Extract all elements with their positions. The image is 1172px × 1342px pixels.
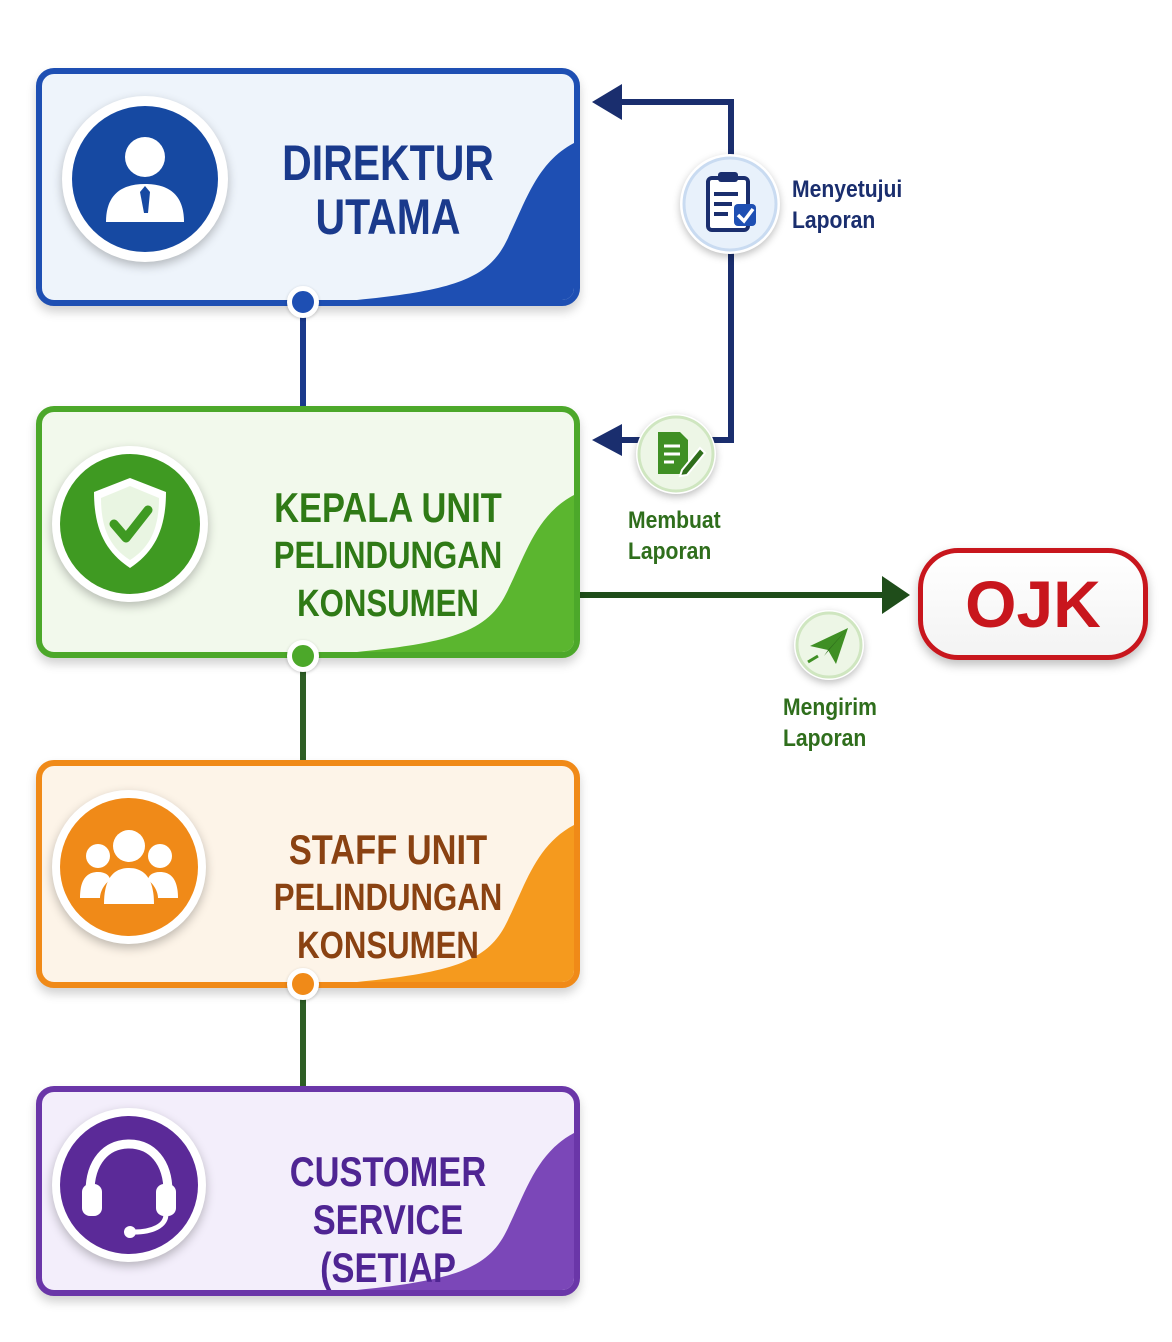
node-title-line2: UTAMA	[315, 189, 461, 245]
edge-label-line2: Laporan	[783, 725, 867, 752]
node-title-line2: PELINDUNGAN KONSUMEN	[273, 535, 503, 625]
node-title-line2: PELINDUNGAN KONSUMEN	[273, 877, 503, 967]
group-icon	[52, 790, 206, 944]
edge-label-line2: Laporan	[792, 207, 876, 234]
node-title: DIREKTUR UTAMA	[252, 136, 524, 244]
node-title: CUSTOMER SERVICE (SETIAP CABANG)	[252, 1148, 524, 1291]
node-staff-unit: STAFF UNIT PELINDUNGAN KONSUMEN	[36, 760, 580, 988]
edge-label-menyetujui: Menyetujui Laporan	[792, 174, 902, 236]
decorative-wave	[356, 495, 574, 652]
node-title: KEPALA UNIT PELINDUNGAN KONSUMEN	[252, 484, 524, 628]
edge-label-line1: Menyetujui	[792, 176, 903, 203]
connector-dot	[287, 968, 319, 1000]
connector-dot	[287, 640, 319, 672]
decorative-wave	[356, 143, 574, 300]
node-title: STAFF UNIT PELINDUNGAN KONSUMEN	[252, 826, 524, 970]
node-title-line1: STAFF UNIT	[288, 826, 488, 873]
edge-label-membuat: Membuat Laporan	[628, 505, 721, 567]
decorative-wave	[356, 825, 574, 982]
person-tie-icon	[62, 96, 228, 262]
decorative-wave	[356, 1133, 574, 1290]
ojk-label: OJK	[965, 567, 1101, 641]
clipboard-check-icon	[680, 154, 780, 254]
paper-plane-icon	[794, 610, 864, 680]
node-title-line1: CUSTOMER SERVICE	[289, 1148, 487, 1243]
edge-label-line1: Membuat	[628, 507, 721, 534]
node-title-line1: DIREKTUR	[282, 135, 494, 191]
edge-label-mengirim: Mengirim Laporan	[783, 692, 877, 754]
document-edit-icon	[636, 414, 716, 494]
shield-check-icon	[52, 446, 208, 602]
arrow-to-kepala	[592, 424, 622, 456]
connector-dot	[287, 286, 319, 318]
edge-label-line2: Laporan	[628, 538, 712, 565]
headset-icon	[52, 1108, 206, 1262]
node-ojk: OJK	[918, 548, 1148, 660]
approval-loop-line	[620, 99, 734, 443]
arrow-to-ojk	[882, 576, 910, 614]
arrow-to-direktur	[592, 84, 622, 120]
node-title-line2: (SETIAP CABANG)	[320, 1244, 456, 1291]
edge-label-line1: Mengirim	[783, 694, 877, 721]
node-title-line1: KEPALA UNIT	[274, 484, 502, 531]
